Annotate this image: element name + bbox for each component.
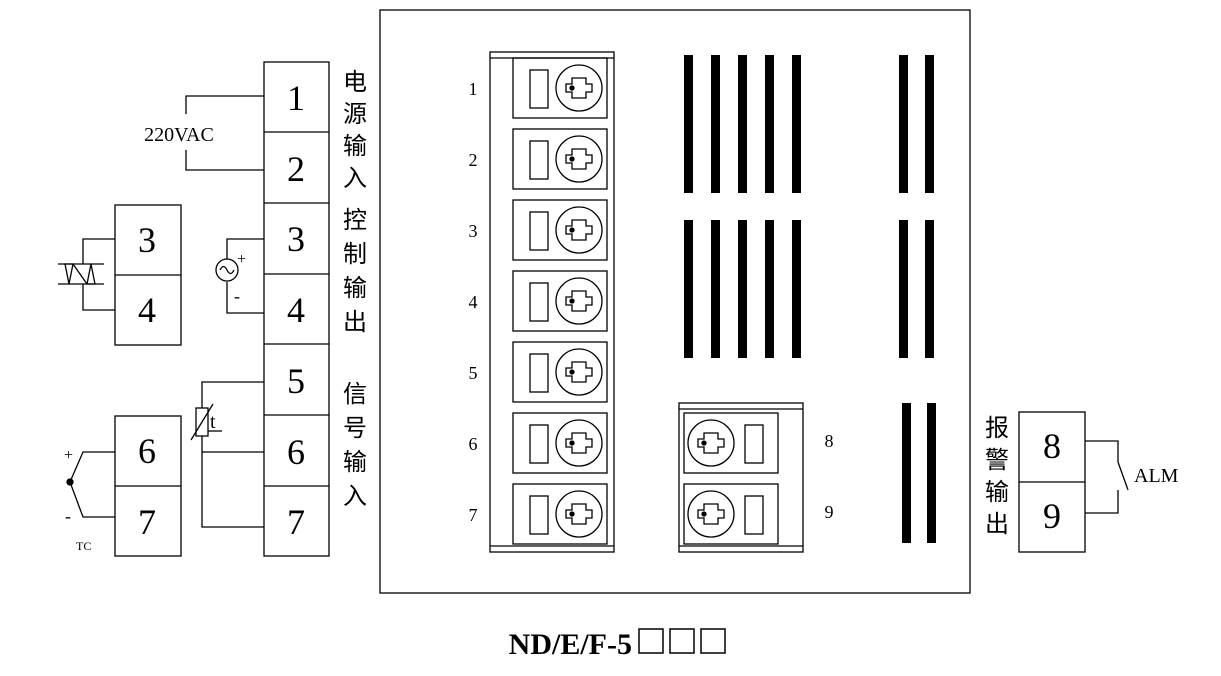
panel-screw-1: [512, 57, 608, 119]
main-terminal-block: [263, 61, 330, 557]
panel-number-8: 8: [825, 431, 834, 451]
tc-terminal-7: 7: [138, 502, 156, 542]
power-wiring: [185, 95, 264, 171]
alarm-terminal-8: 8: [1043, 426, 1061, 466]
power-label: 220VAC: [144, 124, 214, 146]
panel-number-2: 2: [469, 150, 478, 170]
main-terminal-5: 5: [287, 361, 305, 401]
panel-screw-7: [512, 483, 608, 545]
thermocouple-junction-icon: [66, 478, 74, 486]
label-control-2: 输: [343, 275, 367, 302]
label-alarm-3: 出: [985, 511, 1009, 538]
label-alarm-0: 报: [985, 415, 1009, 442]
main-terminal-7: 7: [287, 502, 305, 542]
panel-number-9: 9: [825, 502, 834, 522]
rtd-wiring: [201, 381, 264, 528]
panel-left-terminal-strip: [489, 51, 615, 553]
label-control-1: 制: [343, 241, 367, 268]
label-power-2: 输: [343, 133, 367, 160]
main-terminal-6: 6: [287, 432, 305, 472]
alarm-terminal-9: 9: [1043, 496, 1061, 536]
panel-number-4: 4: [469, 292, 478, 312]
label-control-0: 控: [343, 207, 367, 234]
main-terminal-4: 4: [287, 290, 305, 330]
relay-contact-icon: [1117, 461, 1129, 491]
alarm-terminal-block: [1018, 411, 1119, 553]
rtd-icon: [190, 403, 222, 441]
panel-number-5: 5: [469, 363, 478, 383]
ac-source-wiring: [226, 238, 264, 314]
model-box-3: [700, 628, 726, 654]
triac-icon: [58, 257, 104, 290]
rtd-label: t: [210, 411, 216, 433]
ac-source-icon: [215, 258, 239, 282]
main-terminal-1: 1: [287, 78, 305, 118]
panel-screw-4: [512, 270, 608, 332]
panel-screw-9: [683, 483, 779, 545]
label-signal-2: 输: [343, 449, 367, 476]
tc-minus: -: [65, 506, 71, 526]
main-terminal-2: 2: [287, 149, 305, 189]
panel-number-3: 3: [469, 221, 478, 241]
panel-number-6: 6: [469, 434, 478, 454]
label-alarm-1: 警: [985, 447, 1009, 474]
ssr-terminal-3: 3: [138, 220, 156, 260]
panel-screw-6: [512, 412, 608, 474]
panel-screw-5: [512, 341, 608, 403]
model-box-2: [669, 628, 695, 654]
label-alarm-2: 输: [985, 479, 1009, 506]
main-terminal-3: 3: [287, 219, 305, 259]
model-name: ND/E/F-5: [509, 628, 632, 661]
model-option-boxes: [638, 628, 726, 654]
label-signal-0: 信: [343, 381, 367, 408]
panel-screw-8: [683, 412, 779, 474]
vent-slots: [684, 55, 936, 543]
panel-number-7: 7: [469, 505, 478, 525]
tc-terminal-block: [69, 415, 182, 557]
alarm-relay-label: ALM: [1134, 465, 1179, 487]
main-terminal-outline: [263, 61, 330, 557]
tc-plus: +: [64, 447, 73, 464]
panel-screw-3: [512, 199, 608, 261]
ssr-terminal-block: [82, 204, 182, 346]
tc-label: TC: [76, 539, 91, 553]
label-control-3: 出: [343, 309, 367, 336]
panel-number-1: 1: [469, 79, 478, 99]
model-box-1: [638, 628, 664, 654]
label-signal-3: 入: [343, 484, 367, 510]
tc-terminal-6: 6: [138, 431, 156, 471]
ssr-terminal-4: 4: [138, 290, 156, 330]
label-power-0: 电: [343, 69, 367, 96]
label-signal-1: 号: [343, 416, 367, 442]
rear-panel-outline: [379, 9, 971, 594]
label-power-1: 源: [343, 101, 367, 128]
label-power-3: 入: [343, 166, 367, 192]
ac-minus: -: [234, 286, 240, 306]
panel-screw-2: [512, 128, 608, 190]
panel-alarm-terminal-strip: [678, 402, 804, 553]
ac-plus: +: [237, 251, 246, 268]
